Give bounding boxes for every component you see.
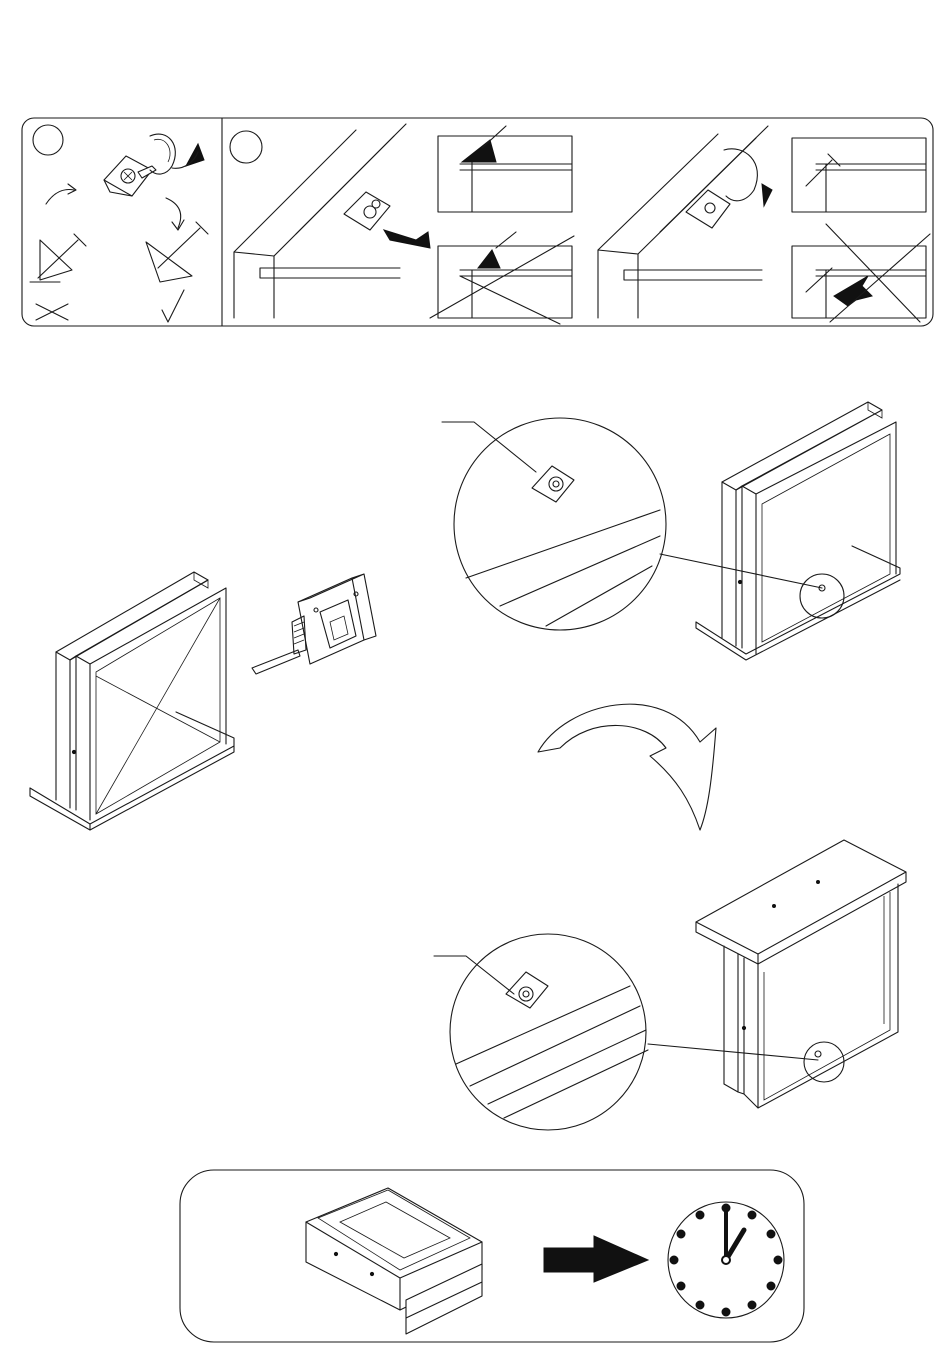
magnifier-detail-lower bbox=[434, 934, 818, 1130]
drawer-icon bbox=[306, 1188, 482, 1334]
push-arrow-icon bbox=[384, 230, 430, 248]
screwdriver-rotation-icon bbox=[138, 134, 204, 178]
cabinet-upright-view bbox=[696, 402, 900, 660]
cabinet-frame-icon bbox=[30, 572, 234, 830]
clock-icon bbox=[668, 1202, 784, 1318]
cabinet-corner-detail bbox=[234, 124, 430, 318]
flip-over-arrow-icon bbox=[538, 704, 716, 830]
step-marker-2 bbox=[230, 131, 262, 163]
curved-arrow-icon bbox=[46, 190, 74, 204]
bottom-instruction-panel bbox=[180, 1170, 804, 1342]
right-arrow-icon bbox=[544, 1236, 648, 1282]
top-instruction-panel bbox=[22, 118, 933, 326]
wrong-cross-icon bbox=[36, 304, 68, 320]
tape-measure-icon bbox=[252, 574, 376, 674]
screw-icon bbox=[30, 222, 208, 282]
correct-check-icon bbox=[162, 290, 184, 322]
cabinet-flipped-view bbox=[696, 840, 906, 1108]
magnifier-detail-icon bbox=[442, 418, 844, 630]
detail-box bbox=[438, 136, 572, 212]
step-marker-1 bbox=[33, 125, 63, 155]
